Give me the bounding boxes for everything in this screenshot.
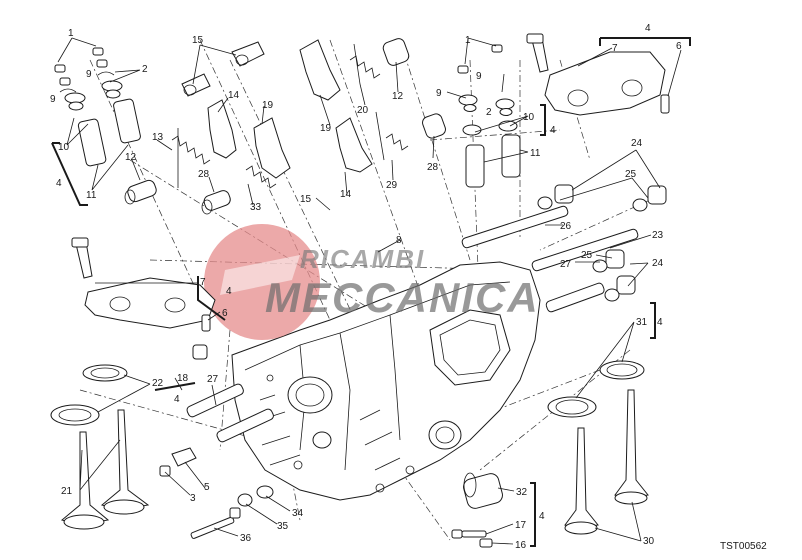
callout-25: 25 — [625, 169, 637, 180]
callout-9: 9 — [476, 71, 482, 82]
callout-25: 25 — [581, 250, 593, 261]
callout-4: 4 — [539, 511, 545, 522]
cam-cap-left — [71, 237, 216, 332]
callout-9: 9 — [436, 88, 442, 99]
callout-11: 11 — [530, 148, 541, 159]
callout-2: 2 — [142, 64, 148, 75]
callout-32: 32 — [516, 487, 528, 498]
valves-right — [547, 360, 649, 535]
callout-19: 19 — [262, 100, 274, 111]
callout-labels: 1 2 9 9 10 11 4 12 13 15 14 19 28 33 19 … — [50, 23, 682, 551]
callout-15: 15 — [300, 194, 312, 205]
callout-18: 18 — [177, 373, 189, 384]
cylinder-head — [231, 261, 541, 501]
callout-12: 12 — [125, 152, 137, 163]
bushings — [382, 38, 446, 139]
valves-left — [50, 364, 150, 530]
callout-11: 11 — [86, 190, 97, 201]
callout-33: 33 — [250, 202, 262, 213]
callout-14: 14 — [228, 90, 240, 101]
callout-16: 16 — [515, 540, 527, 551]
callout-22: 22 — [152, 378, 164, 389]
callout-28: 28 — [427, 162, 439, 173]
callout-30: 30 — [643, 536, 655, 547]
callout-10: 10 — [58, 142, 70, 153]
watermark: RICAMBI MECCANICA — [204, 224, 540, 340]
callout-15: 15 — [192, 35, 204, 46]
callout-6: 6 — [676, 41, 682, 52]
watermark-line1: RICAMBI — [300, 244, 425, 274]
callout-28: 28 — [198, 169, 210, 180]
callout-3: 3 — [190, 493, 196, 504]
callout-36: 36 — [240, 533, 252, 544]
callout-14: 14 — [340, 189, 352, 200]
callout-4: 4 — [550, 125, 556, 136]
callout-12: 12 — [392, 91, 404, 102]
callout-20: 20 — [357, 105, 369, 116]
rocker-arms-left — [181, 39, 373, 179]
callout-8: 8 — [396, 235, 402, 246]
callout-13: 13 — [152, 132, 164, 143]
callout-2: 2 — [486, 107, 492, 118]
callout-5: 5 — [204, 482, 210, 493]
callout-4: 4 — [657, 317, 663, 328]
callout-6: 6 — [222, 308, 228, 319]
callout-24: 24 — [652, 258, 664, 269]
callout-9: 9 — [50, 94, 56, 105]
callout-4: 4 — [645, 23, 651, 34]
callout-10: 10 — [523, 112, 535, 123]
callout-4: 4 — [226, 286, 232, 297]
tappet-shims-left — [124, 179, 231, 215]
callout-1: 1 — [68, 28, 74, 39]
callout-27: 27 — [560, 259, 572, 270]
callout-21: 21 — [61, 486, 73, 497]
callout-7: 7 — [612, 43, 618, 54]
callout-1: 1 — [465, 35, 471, 46]
cam-cap-right — [526, 33, 670, 116]
callout-35: 35 — [277, 521, 289, 532]
callout-19: 19 — [320, 123, 332, 134]
drawing-code: TST00562 — [720, 541, 767, 552]
callout-34: 34 — [292, 508, 304, 519]
watermark-line2: MECCANICA — [265, 274, 540, 321]
callout-23: 23 — [652, 230, 664, 241]
torsion-springs — [171, 43, 409, 189]
valve-keeper-group-left — [54, 47, 141, 167]
spark-plug-area — [451, 472, 503, 548]
callout-29: 29 — [386, 180, 398, 191]
callout-7: 7 — [200, 277, 206, 288]
callout-9: 9 — [86, 69, 92, 80]
callout-4: 4 — [56, 178, 62, 189]
callout-27: 27 — [207, 374, 219, 385]
callout-4: 4 — [174, 394, 180, 405]
callout-26: 26 — [560, 221, 572, 232]
leader-lines — [57, 37, 682, 545]
oil-tubes-right — [461, 184, 667, 313]
callout-31: 31 — [636, 317, 648, 328]
callout-24: 24 — [631, 138, 643, 149]
brackets — [51, 37, 691, 547]
callout-17: 17 — [515, 520, 527, 531]
